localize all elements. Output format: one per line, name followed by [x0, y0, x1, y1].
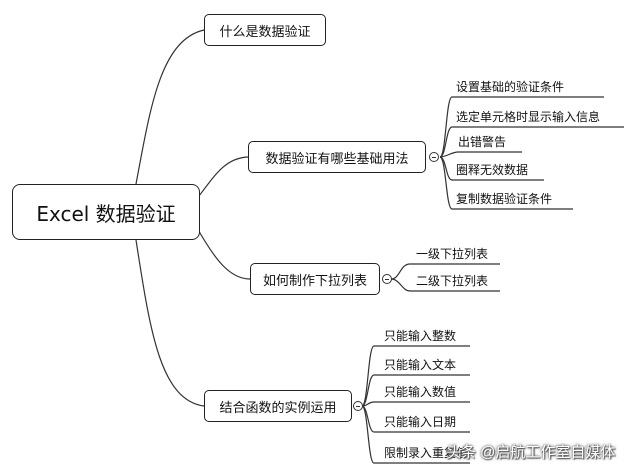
branch-node-label: 数据验证有哪些基础用法 [265, 151, 409, 167]
connector-b3-child-2 [390, 278, 500, 292]
branch-node-basic-usage[interactable]: 数据验证有哪些基础用法 [248, 141, 426, 173]
leaf-node[interactable]: 只能输入数值 [384, 385, 457, 399]
leaf-node[interactable]: 一级下拉列表 [416, 247, 489, 261]
connector-b2-child-5 [439, 156, 573, 210]
connector-b4-child-3 [361, 401, 470, 407]
connector-b4-child-2 [361, 374, 470, 407]
connector-root-branch-3 [195, 225, 251, 280]
connector-b3-child-1 [390, 263, 500, 280]
collapse-toggle-icon[interactable] [382, 274, 392, 284]
leaf-node[interactable]: 复制数据验证条件 [456, 192, 553, 206]
leaf-node[interactable]: 只能输入日期 [384, 415, 457, 429]
root-node[interactable]: Excel 数据验证 [12, 184, 200, 240]
branch-node-functions[interactable]: 结合函数的实例运用 [204, 390, 352, 422]
leaf-node[interactable]: 圈释无效数据 [456, 163, 529, 177]
collapse-toggle-icon[interactable] [429, 152, 439, 162]
connector-b2-child-2 [439, 126, 624, 158]
collapse-toggle-icon[interactable] [353, 401, 363, 411]
leaf-node[interactable]: 二级下拉列表 [416, 274, 489, 288]
leaf-node[interactable]: 只能输入文本 [384, 358, 457, 372]
connector-root-branch-4 [135, 239, 205, 407]
branch-node-dropdown[interactable]: 如何制作下拉列表 [250, 263, 380, 295]
leaf-node[interactable]: 限制录入重复值 [384, 446, 469, 460]
connector-root-branch-2 [195, 156, 249, 201]
leaf-node[interactable]: 出错警告 [458, 135, 507, 149]
root-node-label: Excel 数据验证 [36, 201, 176, 226]
connector-b2-child-3 [439, 151, 522, 158]
connector-b4-child-5 [361, 405, 470, 464]
leaf-node[interactable]: 设置基础的验证条件 [456, 80, 565, 94]
connector-root-branch-1 [135, 29, 205, 185]
watermark-text: 头条 @启航工作室自媒体 [446, 444, 616, 461]
branch-node-what-is[interactable]: 什么是数据验证 [204, 14, 326, 46]
branch-node-label: 如何制作下拉列表 [262, 273, 367, 289]
branch-node-label: 什么是数据验证 [219, 24, 311, 40]
branch-node-label: 结合函数的实例运用 [219, 400, 337, 416]
leaf-node[interactable]: 选定单元格时显示输入信息 [456, 110, 601, 124]
leaf-node[interactable]: 只能输入整数 [384, 329, 457, 343]
